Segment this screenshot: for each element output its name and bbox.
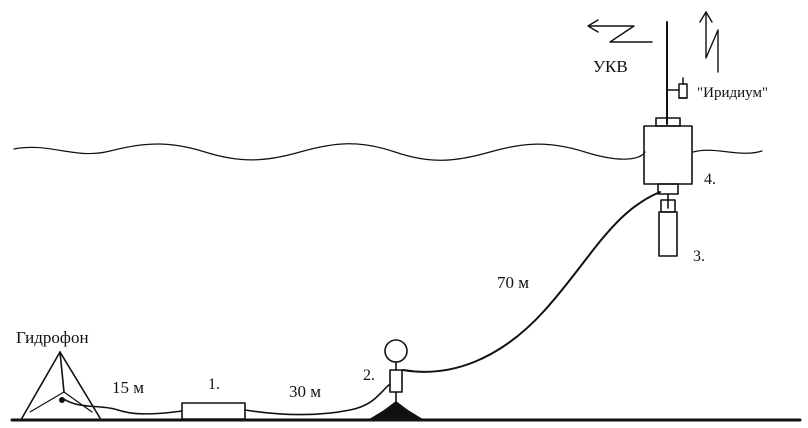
hydrophone-tripod	[21, 351, 101, 419]
sea-surface-line	[13, 143, 763, 161]
iridium-label: "Иридиум"	[697, 85, 768, 101]
vhf-wave-arrow	[587, 19, 653, 43]
unit-1-box	[181, 402, 246, 420]
cable-15m-label: 15 м	[112, 378, 144, 397]
anchor-weight	[366, 401, 426, 421]
surface-buoy	[643, 117, 693, 195]
cable-15m	[61, 397, 183, 415]
item-2-label: 2.	[363, 367, 375, 384]
hydrophone-sensor	[59, 397, 65, 403]
iridium-signal-arrow	[699, 11, 719, 73]
hydrophone-label: Гидрофон	[16, 328, 89, 347]
item-3-label: 3.	[693, 248, 705, 265]
cable-30m-label: 30 м	[289, 382, 321, 401]
item-1-label: 1.	[208, 376, 220, 393]
bottom-unit	[366, 339, 426, 421]
hanging-cylinder	[658, 193, 678, 257]
cable-30m	[244, 383, 391, 416]
cable-70m	[402, 191, 661, 373]
vhf-label: УКВ	[593, 57, 628, 76]
iridium-antenna	[666, 77, 688, 99]
cable-70m-label: 70 м	[497, 273, 529, 292]
item-4-label: 4.	[704, 171, 716, 188]
